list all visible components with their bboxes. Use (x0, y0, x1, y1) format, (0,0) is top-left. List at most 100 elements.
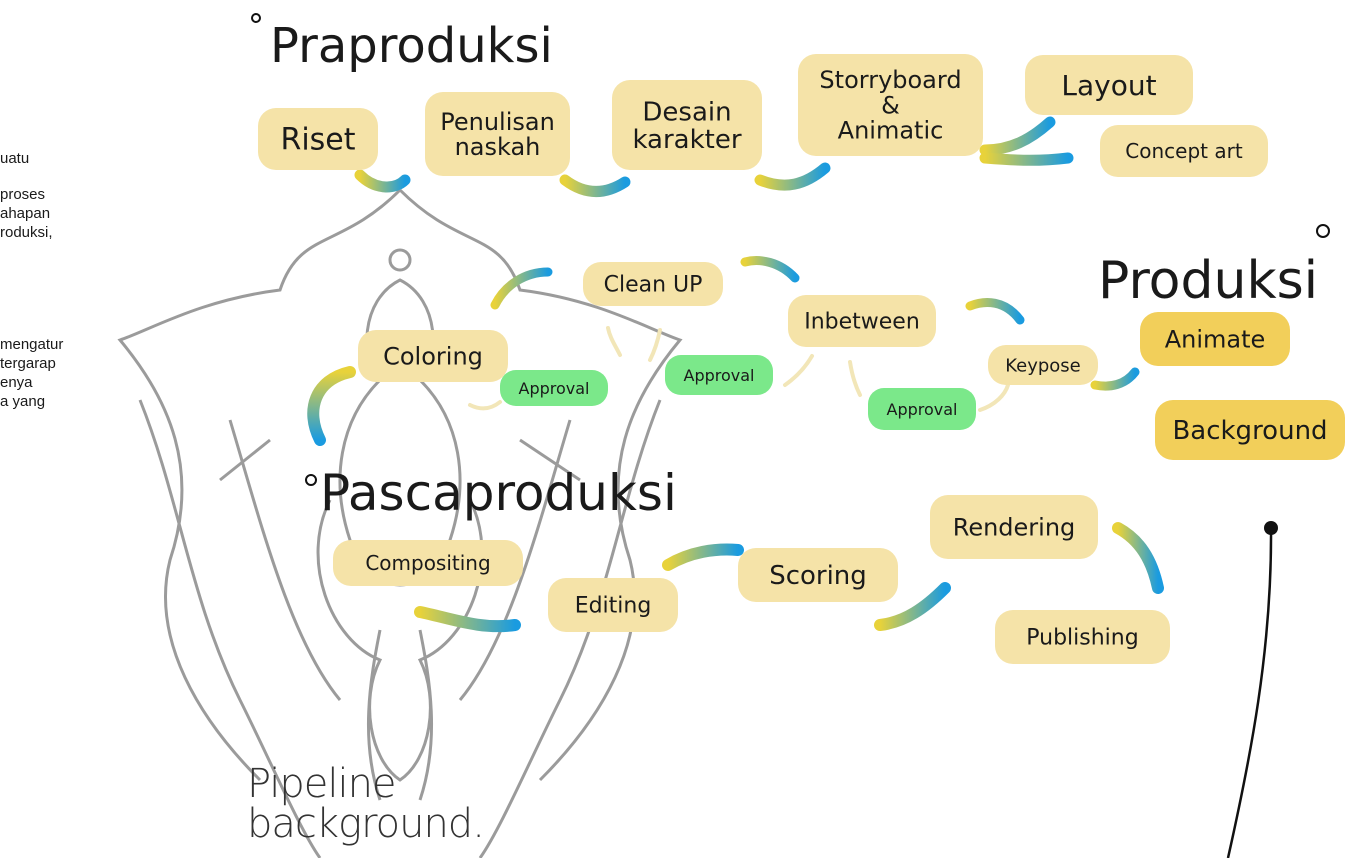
node-box (988, 345, 1098, 385)
node-label: Riset (280, 123, 355, 158)
node-keypose: Keypose (988, 345, 1098, 385)
watermark-emblem (117, 188, 683, 858)
approval-label: Approval (887, 400, 958, 419)
approval-box (500, 370, 608, 406)
approval-box (868, 388, 976, 430)
arrow-keypose-inbetween (965, 298, 1025, 325)
node-box (612, 80, 762, 170)
side-line: tergarap (0, 355, 56, 372)
side-line: a yang (0, 393, 46, 410)
node-clean-up: Clean UP (583, 262, 723, 306)
title-produksi: Produksi (1098, 251, 1318, 311)
node-box (425, 92, 570, 176)
node-layout: Layout (1025, 55, 1193, 115)
arrow-storyboard-layout (979, 116, 1056, 156)
flow-arrows (307, 116, 1251, 633)
approval-label: Approval (684, 366, 755, 385)
side-line: ahapan (0, 205, 51, 222)
node-scoring: Scoring (738, 548, 898, 602)
section-pascaproduksi: Pascaproduksi (305, 464, 677, 522)
side-line: proses (0, 186, 46, 203)
node-box (1100, 125, 1268, 177)
node-label: Inbetween (804, 310, 920, 335)
approval-box (665, 355, 773, 395)
side-line: uatu (0, 150, 30, 167)
node-label: Animatic (838, 117, 944, 145)
approval-label: Approval (519, 379, 590, 398)
node-box (1155, 400, 1345, 460)
node-box (358, 330, 508, 382)
node-box (995, 610, 1170, 664)
node-box (738, 548, 898, 602)
arrow-rendering-publishing (1112, 522, 1164, 594)
approval-arrows (468, 326, 1010, 412)
node-label: karakter (632, 125, 741, 155)
node-box (798, 54, 983, 156)
arrow-desain-storyboard (754, 162, 831, 191)
node-label: Background (1172, 416, 1327, 446)
node-label: naskah (455, 133, 541, 161)
side-line: mengatur (0, 336, 64, 353)
node-animate: Animate (1140, 312, 1290, 366)
arrow-inbetween-cleanup (740, 256, 800, 283)
node-label: Publishing (1026, 626, 1138, 651)
node-box (548, 578, 678, 632)
node-box (1025, 55, 1193, 115)
pipeline-title: Pipeline background. (247, 761, 485, 847)
node-box (1140, 312, 1290, 366)
arrow-riset-penulisan (354, 169, 411, 193)
node-box (930, 495, 1098, 559)
node-box (788, 295, 936, 347)
arrow-editing-scoring (662, 543, 744, 571)
pin-line (1226, 521, 1278, 858)
pipeline-title-line1: Pipeline (247, 761, 397, 807)
arrow-animate-keypose (1090, 367, 1140, 391)
node-label: Storryboard (819, 66, 961, 94)
node-rendering: Rendering (930, 495, 1098, 559)
node-inbetween: Inbetween (788, 295, 936, 347)
pipeline-title-line2: background. (247, 801, 485, 847)
node-concept-art: Concept art (1100, 125, 1268, 177)
arrow-cleanup-coloring (490, 267, 553, 310)
node-label: & (881, 91, 900, 119)
node-editing: Editing (548, 578, 678, 632)
node-label: Compositing (365, 551, 490, 575)
arrow-penulisan-desain (559, 174, 631, 197)
section-produksi: Produksi (1098, 224, 1330, 311)
node-label: Layout (1061, 69, 1156, 102)
node-publishing: Publishing (995, 610, 1170, 664)
arrow-scoring-rendering (874, 582, 951, 631)
section-praproduksi: Praproduksi (251, 13, 553, 74)
node-label: Penulisan (440, 108, 555, 136)
node-label: Concept art (1125, 139, 1243, 163)
node-box (333, 540, 523, 586)
side-line: roduksi, (0, 224, 53, 241)
node-label: Keypose (1005, 355, 1081, 376)
node-box (583, 262, 723, 306)
node-label: Animate (1165, 325, 1266, 353)
title-praproduksi: Praproduksi (270, 18, 553, 74)
node-label: Coloring (383, 342, 483, 370)
arrow-coloring-pascaproduksi (307, 366, 356, 446)
node-box (258, 108, 378, 170)
node-label: Desain (642, 97, 731, 127)
node-compositing: Compositing (333, 540, 523, 586)
node-label: Rendering (953, 513, 1076, 541)
node-background: Background (1155, 400, 1345, 460)
approval-badge: Approval (500, 370, 608, 406)
approval-badge: Approval (868, 388, 976, 430)
node-label: Editing (575, 594, 652, 619)
approval-badge: Approval (665, 355, 773, 395)
node-label: Scoring (769, 561, 867, 591)
node-coloring: Coloring (358, 330, 508, 382)
arrow-compositing-editing (414, 606, 521, 633)
title-pascaproduksi: Pascaproduksi (320, 464, 677, 522)
node-label: Clean UP (604, 273, 703, 298)
arrow-storyboard-concept (979, 152, 1074, 166)
node-riset: Riset (258, 108, 378, 170)
side-line: enya (0, 374, 33, 391)
node-storyboard: Storryboard&Animatic (798, 54, 983, 156)
